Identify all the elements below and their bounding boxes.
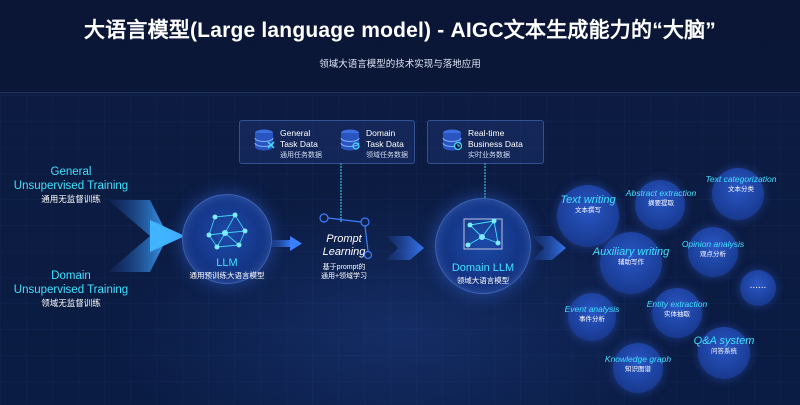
capability-opinion-cn: 观点分析: [700, 251, 726, 258]
capability-text-writing-en: Text writing: [560, 194, 616, 206]
domain-llm-hub: [435, 198, 531, 294]
capability-abstract-cn: 摘要提取: [648, 200, 674, 207]
business-cn: 实时业务数据: [468, 152, 510, 159]
input-general-training: General Unsupervised Training 通用无监督训练: [12, 165, 130, 206]
domain-task-data: Domain Task Data 领域任务数据: [340, 128, 408, 161]
capability-opinion-en: Opinion analysis: [681, 239, 745, 249]
capability-bubble-abstract: [635, 180, 685, 230]
prompt-cn-line1: 基于prompt的: [322, 264, 366, 271]
business-data: Real-time Business Data 实时业务数据: [442, 128, 523, 161]
capability-knowledge-en: Knowledge graph: [604, 354, 672, 364]
capability-qa-system: Q&A system 问答系统: [684, 335, 764, 356]
capability-bubble-event: [568, 293, 616, 341]
domain-network-icon: [463, 218, 503, 250]
capability-event-analysis: Event analysis 事件分析: [556, 303, 628, 324]
capability-bubble-text-writing: [557, 185, 619, 247]
capability-bubble-more: [740, 270, 776, 306]
capability-auxiliary-en: Auxiliary writing: [592, 246, 670, 258]
prompt-network-icon: [319, 213, 373, 260]
domain-task-cn: 领域任务数据: [366, 152, 408, 159]
capability-text-writing: Text writing 文本撰写: [545, 194, 631, 215]
capability-opinion-analysis: Opinion analysis 观点分析: [672, 238, 754, 259]
business-data-box: Real-time Business Data 实时业务数据: [427, 120, 544, 164]
input-general-line2: Unsupervised Training: [13, 180, 129, 192]
llm-cn: 通用预训练大语言模型: [189, 271, 265, 280]
capability-categorization-en: Text categorization: [705, 174, 777, 184]
domain-llm-cn: 领域大语言模型: [456, 276, 510, 285]
llm-hub: [182, 194, 272, 284]
general-task-line2: Task Data: [280, 139, 318, 149]
capability-qa-en: Q&A system: [693, 335, 755, 347]
page-title: 大语言模型(Large language model) - AIGC文本生成能力…: [83, 19, 717, 42]
capability-auxiliary-cn: 辅助写作: [618, 259, 644, 266]
capability-text-writing-cn: 文本撰写: [575, 207, 601, 214]
llm-title: LLM: [216, 257, 238, 269]
capability-bubble-opinion: [688, 227, 738, 277]
capability-abstract-extraction: Abstract extraction 摘要提取: [620, 187, 702, 208]
general-task-line1: General: [280, 128, 311, 138]
general-task-cn: 通用任务数据: [280, 152, 322, 159]
business-line2: Business Data: [468, 139, 523, 149]
capability-bubble-auxiliary: [600, 232, 662, 294]
input-general-line1: General: [50, 166, 92, 178]
input-domain-line1: Domain: [51, 270, 91, 282]
database-icon: [254, 129, 275, 151]
capability-text-categorization: Text categorization 文本分类: [697, 173, 785, 194]
capability-auxiliary-writing: Auxiliary writing 辅助写作: [584, 246, 678, 267]
domain-llm-title: Domain LLM: [451, 262, 515, 274]
domain-task-line1: Domain: [366, 128, 396, 138]
capability-bubble-knowledge: [613, 343, 663, 393]
neural-network-icon: [206, 212, 248, 250]
capability-entity-en: Entity extraction: [646, 299, 708, 309]
prompt-learning: Prompt Learning 基于prompt的 通用+领域学习: [306, 233, 382, 281]
arrow-prompt-to-domain: [386, 236, 424, 260]
prompt-line2: Learning: [322, 246, 366, 258]
domain-llm-label: Domain LLM 领域大语言模型: [433, 262, 533, 286]
task-data-box: General Task Data 通用任务数据 Domain Task Dat…: [239, 120, 415, 164]
llm-label: LLM 通用预训练大语言模型: [182, 257, 272, 281]
capability-entity-cn: 实体抽取: [664, 311, 690, 318]
capability-bubble-entity: [652, 288, 702, 338]
capability-bubble-categorization: [712, 168, 764, 220]
capability-abstract-en: Abstract extraction: [625, 188, 697, 198]
capability-event-en: Event analysis: [564, 304, 620, 314]
prompt-line1: Prompt: [326, 233, 362, 245]
capability-event-cn: 事件分析: [579, 316, 605, 323]
capability-categorization-cn: 文本分类: [728, 186, 754, 193]
capability-qa-cn: 问答系统: [711, 348, 737, 355]
general-task-data: General Task Data 通用任务数据: [254, 128, 322, 161]
domain-task-line2: Task Data: [366, 139, 404, 149]
page-subtitle: 领域大语言模型的技术实现与落地应用: [319, 59, 481, 70]
prompt-cn-line2: 通用+领域学习: [320, 273, 368, 280]
capability-entity-extraction: Entity extraction 实体抽取: [636, 298, 718, 319]
merge-arrow: [108, 200, 185, 272]
input-domain-line2: Unsupervised Training: [13, 284, 129, 296]
capability-bubble-qa: [698, 327, 750, 379]
input-domain-training: Domain Unsupervised Training 领域无监督训练: [12, 269, 130, 310]
business-line1: Real-time: [468, 128, 505, 138]
input-domain-cn: 领域无监督训练: [41, 298, 101, 308]
capability-knowledge-graph: Knowledge graph 知识图谱: [598, 353, 678, 374]
arrow-domain-to-capabilities: [532, 236, 566, 260]
input-general-cn: 通用无监督训练: [41, 194, 101, 204]
capability-knowledge-cn: 知识图谱: [625, 366, 651, 373]
database-clock-icon: [442, 129, 463, 151]
arrow-llm-to-prompt: [268, 236, 302, 251]
database-signal-icon: [340, 129, 360, 151]
capability-more: ......: [749, 280, 767, 291]
